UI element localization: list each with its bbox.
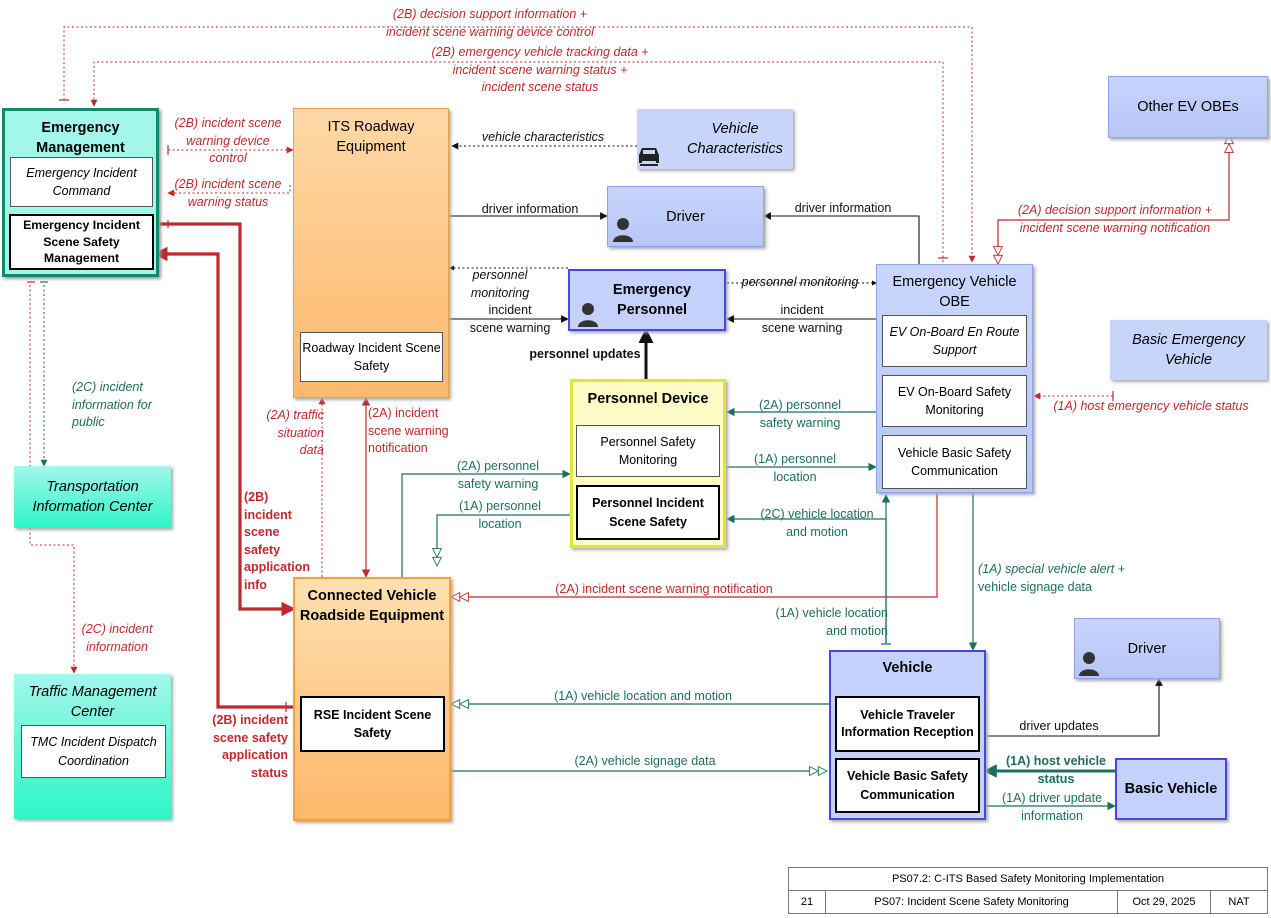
flow-label: driver information bbox=[794, 201, 892, 215]
subsystem-roadway-incident-scene-safety[interactable]: Roadway Incident Scene Safety bbox=[300, 332, 443, 382]
flow-label: (2A) decision support information +incid… bbox=[1017, 203, 1213, 235]
node-vehicle-characteristics[interactable]: Vehicle Characteristics bbox=[637, 109, 793, 169]
flow-label: driver updates bbox=[1019, 719, 1099, 733]
node-emergency-personnel[interactable]: Emergency Personnel bbox=[568, 269, 726, 331]
node-title: Basic Vehicle bbox=[1124, 781, 1218, 797]
title-block-title: PS07.2: C-ITS Based Safety Monitoring Im… bbox=[788, 867, 1268, 891]
node-title: Emergency Management bbox=[36, 120, 125, 156]
flow-label: driver information bbox=[481, 202, 579, 216]
flow-label: vehicle characteristics bbox=[481, 130, 605, 144]
flow-label: (1A) special vehicle alert +vehicle sign… bbox=[978, 562, 1125, 594]
node-title: Emergency Personnel bbox=[612, 282, 692, 318]
node-title: Other EV OBEs bbox=[1137, 99, 1239, 115]
node-title: Connected Vehicle Roadside Equipment bbox=[299, 588, 445, 624]
node-basic-vehicle[interactable]: Basic Vehicle bbox=[1115, 758, 1227, 820]
flow-label: (2B) emergency vehicle tracking data +in… bbox=[431, 45, 649, 94]
vehicle-icon bbox=[639, 148, 659, 166]
title-block-org: NAT bbox=[1210, 890, 1268, 914]
node-title: Basic Emergency Vehicle bbox=[1132, 332, 1245, 368]
node-title: Transportation Information Center bbox=[32, 479, 153, 515]
flow-label: (2A) incident scene warning notification bbox=[555, 582, 773, 596]
node-title: Vehicle Characteristics bbox=[687, 121, 783, 157]
title-block: PS07.2: C-ITS Based Safety Monitoring Im… bbox=[788, 867, 1268, 914]
node-title: Driver bbox=[1127, 640, 1167, 657]
title-block-page: 21 bbox=[788, 890, 826, 914]
node-title: Emergency Vehicle OBE bbox=[892, 274, 1017, 310]
node-transportation-information-center[interactable]: Transportation Information Center bbox=[14, 466, 171, 528]
person-icon bbox=[613, 218, 633, 242]
subsystem-rse-incident-scene-safety[interactable]: RSE Incident Scene Safety bbox=[300, 696, 445, 752]
flow-label: (2B) decision support information +incid… bbox=[386, 7, 594, 39]
node-driver-bottom[interactable]: Driver bbox=[1074, 618, 1220, 679]
flow-label: personnel updates bbox=[529, 347, 641, 361]
node-other-ev-obes[interactable]: Other EV OBEs bbox=[1108, 76, 1268, 138]
node-title: Vehicle bbox=[882, 660, 933, 676]
node-driver-top[interactable]: Driver bbox=[607, 186, 764, 247]
title-block-date: Oct 29, 2025 bbox=[1117, 890, 1211, 914]
subsystem-ev-en-route-support[interactable]: EV On-Board En Route Support bbox=[882, 315, 1027, 367]
subsystem-vehicle-traveler-info-reception[interactable]: Vehicle Traveler Information Reception bbox=[835, 696, 980, 752]
flow-label: (1A) vehicle location and motion bbox=[554, 689, 732, 703]
node-title: ITS Roadway Equipment bbox=[327, 119, 415, 155]
subsystem-ev-onboard-safety-monitoring[interactable]: EV On-Board Safety Monitoring bbox=[882, 375, 1027, 427]
flow-label: (2A) vehicle signage data bbox=[574, 754, 716, 768]
person-icon bbox=[578, 303, 598, 327]
node-basic-emergency-vehicle[interactable]: Basic Emergency Vehicle bbox=[1110, 320, 1267, 380]
person-icon bbox=[1079, 652, 1099, 676]
node-title: Driver bbox=[666, 208, 705, 225]
subsystem-ev-vehicle-basic-safety-comm[interactable]: Vehicle Basic Safety Communication bbox=[882, 435, 1027, 489]
subsystem-personnel-incident-scene-safety[interactable]: Personnel Incident Scene Safety bbox=[576, 485, 720, 540]
title-block-name: PS07: Incident Scene Safety Monitoring bbox=[825, 890, 1118, 914]
flow-label: (1A) host emergency vehicle status bbox=[1053, 399, 1249, 413]
node-title: Personnel Device bbox=[587, 391, 709, 407]
node-title: Traffic Management Center bbox=[28, 684, 157, 720]
subsystem-emergency-incident-command[interactable]: Emergency Incident Command bbox=[10, 157, 153, 207]
subsystem-incident-scene-safety-mgmt[interactable]: Emergency Incident Scene Safety Manageme… bbox=[9, 214, 154, 270]
subsystem-vehicle-basic-safety-comm[interactable]: Vehicle Basic Safety Communication bbox=[835, 758, 980, 813]
subsystem-tmc-incident-dispatch[interactable]: TMC Incident Dispatch Coordination bbox=[21, 725, 166, 778]
flow-label: personnel monitoring bbox=[741, 275, 859, 289]
subsystem-personnel-safety-monitoring[interactable]: Personnel Safety Monitoring bbox=[576, 425, 720, 477]
